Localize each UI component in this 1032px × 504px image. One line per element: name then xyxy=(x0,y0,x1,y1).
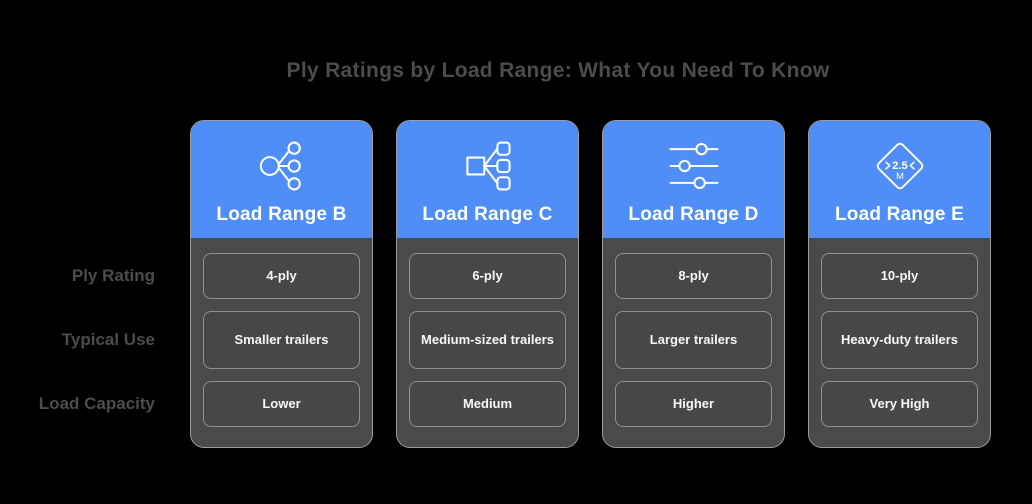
page-title: Ply Ratings by Load Range: What You Need… xyxy=(286,59,830,82)
cell-ply-rating: 6-ply xyxy=(409,253,566,299)
weight-limit-sign-icon: 2.5 M xyxy=(870,121,930,204)
card-body-b: 4-ply Smaller trailers Lower xyxy=(191,238,372,447)
card-title: Load Range B xyxy=(216,204,347,225)
cell-ply-rating: 4-ply xyxy=(203,253,360,299)
card-load-range-e: 2.5 M Load Range E 10-ply Heavy-duty tra… xyxy=(808,120,991,448)
card-header-e: 2.5 M Load Range E xyxy=(809,121,990,238)
card-header-b: Load Range B xyxy=(191,121,372,238)
cell-typical-use: Smaller trailers xyxy=(203,311,360,369)
card-title: Load Range E xyxy=(834,204,965,225)
share-network-icon xyxy=(252,121,312,204)
cell-ply-rating: 8-ply xyxy=(615,253,772,299)
card-body-d: 8-ply Larger trailers Higher xyxy=(603,238,784,447)
cell-load-capacity: Lower xyxy=(203,381,360,427)
card-load-range-d: Load Range D 8-ply Larger trailers Highe… xyxy=(602,120,785,448)
icon-value-text: 2.5 xyxy=(892,159,908,171)
card-body-e: 10-ply Heavy-duty trailers Very High xyxy=(809,238,990,447)
sliders-icon xyxy=(664,121,724,204)
card-header-c: Load Range C xyxy=(397,121,578,238)
row-label-ply-rating: Ply Rating xyxy=(71,266,155,285)
sitemap-icon xyxy=(458,121,518,204)
icon-unit-text: M xyxy=(896,171,904,181)
card-header-d: Load Range D xyxy=(603,121,784,238)
cell-ply-rating: 10-ply xyxy=(821,253,978,299)
card-title: Load Range D xyxy=(628,204,759,225)
card-load-range-c: Load Range C 6-ply Medium-sized trailers… xyxy=(396,120,579,448)
cell-typical-use: Medium-sized trailers xyxy=(409,311,566,369)
row-labels-column: Ply Rating Typical Use Load Capacity xyxy=(0,238,155,427)
card-title: Load Range C xyxy=(422,204,553,225)
load-range-cards: Load Range B 4-ply Smaller trailers Lowe… xyxy=(190,120,991,448)
cell-typical-use: Heavy-duty trailers xyxy=(821,311,978,369)
cell-load-capacity: Medium xyxy=(409,381,566,427)
cell-load-capacity: Very High xyxy=(821,381,978,427)
cell-typical-use: Larger trailers xyxy=(615,311,772,369)
card-load-range-b: Load Range B 4-ply Smaller trailers Lowe… xyxy=(190,120,373,448)
row-label-load-capacity: Load Capacity xyxy=(38,394,155,413)
card-body-c: 6-ply Medium-sized trailers Medium xyxy=(397,238,578,447)
cell-load-capacity: Higher xyxy=(615,381,772,427)
row-label-typical-use: Typical Use xyxy=(61,330,155,349)
